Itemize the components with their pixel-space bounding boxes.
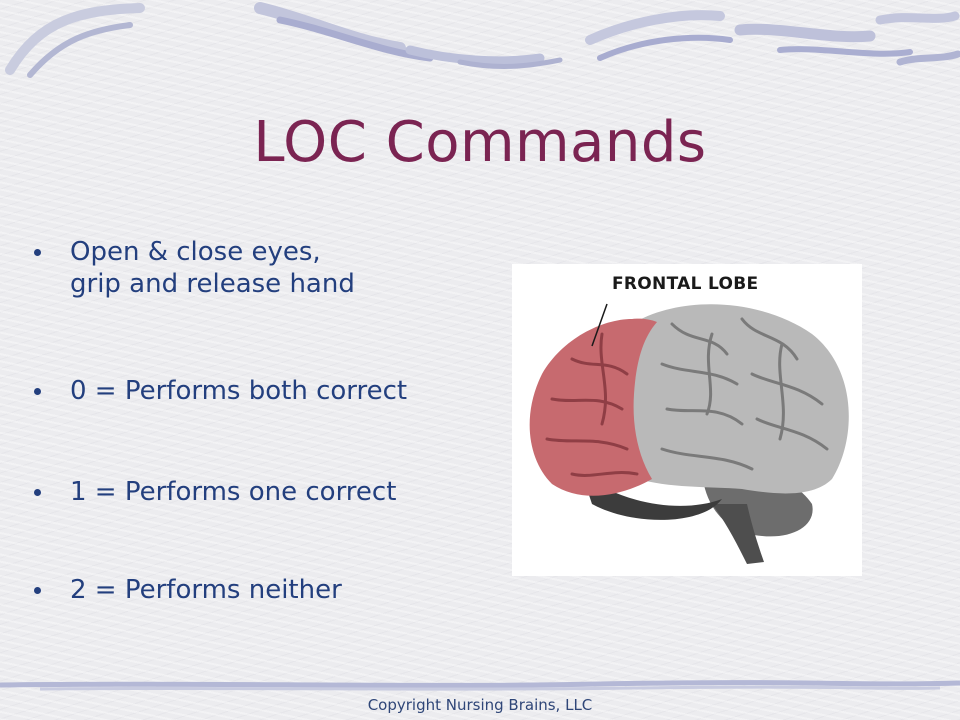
bullet-text-line: grip and release hand <box>70 269 355 299</box>
bullet-text: 2 = Performs neither <box>70 575 342 605</box>
bullet-text: 0 = Performs both correct <box>70 376 408 406</box>
bullet-item: 2 = Performs neither <box>32 574 342 606</box>
bullet-item: Open & close eyes, grip and release hand <box>32 236 355 300</box>
bullet-text: 1 = Performs one correct <box>70 477 397 507</box>
decorative-bottom-rule <box>0 680 960 691</box>
bullet-item: 0 = Performs both correct <box>32 375 407 407</box>
brain-illustration <box>529 303 849 564</box>
bullet-item: 1 = Performs one correct <box>32 476 396 508</box>
bullet-dot-icon <box>34 249 41 256</box>
slide-title: LOC Commands <box>253 110 707 175</box>
bullet-dot-icon <box>34 489 41 496</box>
decorative-top-swooshes <box>5 2 960 78</box>
brain-image: FRONTAL LOBE <box>512 264 862 576</box>
bullet-text-line: Open & close eyes, <box>70 237 321 267</box>
bullet-dot-icon <box>34 388 41 395</box>
frontal-lobe-label: FRONTAL LOBE <box>612 274 759 294</box>
bullet-dot-icon <box>34 587 41 594</box>
copyright-footer: Copyright Nursing Brains, LLC <box>367 696 593 714</box>
